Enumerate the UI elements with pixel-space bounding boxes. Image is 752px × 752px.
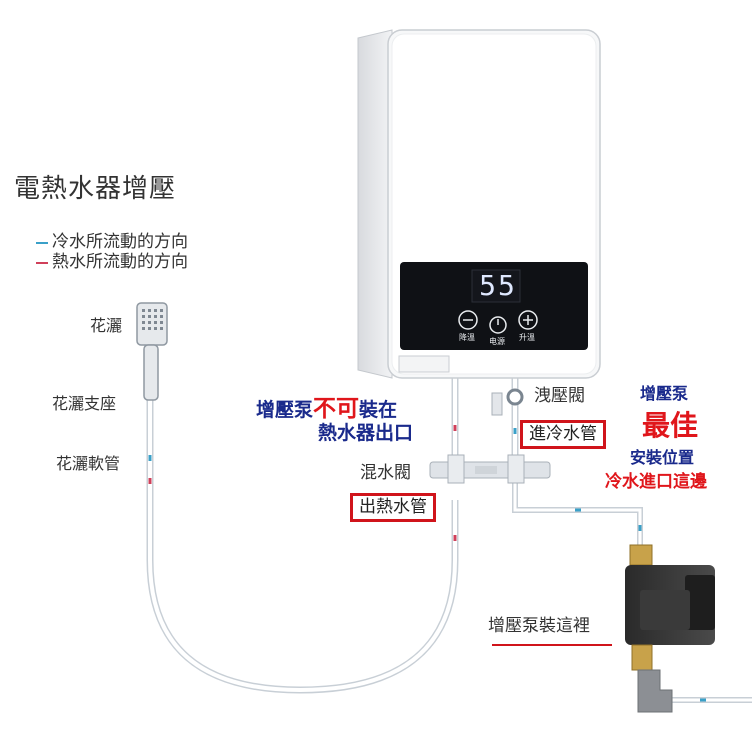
shower-hose-label: 花灑軟管 (56, 454, 121, 473)
mixing-valve-connector-left (447, 454, 465, 484)
elbow-fitting (637, 669, 673, 713)
shower-hose-inner (148, 400, 457, 693)
warning-line1: 增壓泵不可裝在 (256, 398, 397, 421)
relief-valve (506, 388, 524, 406)
page-title: 電熱水器增壓 (14, 174, 177, 204)
legend-cold-label: 冷水所流動的方向 (52, 232, 188, 252)
pump-housing (640, 590, 690, 630)
plus-button-label: 升溫 (519, 333, 535, 342)
warning-text-a: 增壓泵 (256, 399, 314, 421)
temperature-screen (471, 269, 521, 303)
heater-side (357, 29, 393, 379)
legend-hot: 熱水所流動的方向 (36, 254, 188, 271)
temperature-display: 55 (479, 269, 517, 302)
relief-valve-body (491, 392, 503, 416)
best-line2: 最佳 (642, 409, 699, 442)
warning-line2: 熱水器出口 (318, 422, 414, 444)
pump-fitting-top (629, 544, 653, 566)
shower-head-nozzles (142, 309, 163, 330)
best-line4: 冷水進口這邊 (605, 472, 707, 492)
best-line3: 安裝位置 (630, 448, 695, 467)
mixing-valve-center (475, 466, 497, 474)
spec-sticker (398, 355, 450, 373)
pump-motor (685, 575, 715, 630)
control-panel (400, 262, 588, 350)
warning-text-c: 裝在 (359, 399, 398, 421)
shower-head-label: 花灑 (90, 316, 123, 335)
flow-markers (36, 242, 706, 702)
best-line1: 增壓泵 (640, 384, 689, 403)
power-button[interactable] (489, 316, 507, 334)
relief-valve-label: 洩壓閥 (534, 386, 585, 406)
mixing-valve-connector-right (507, 454, 525, 484)
warning-text-b: 不可 (313, 396, 360, 422)
plus-button[interactable] (518, 310, 538, 330)
shower-bracket-label: 花灑支座 (52, 394, 117, 413)
pump-fitting-bottom (631, 644, 653, 671)
minus-button[interactable] (458, 310, 478, 330)
shower-handle (143, 344, 159, 401)
legend-cold: 冷水所流動的方向 (36, 234, 188, 251)
minus-button-label: 降溫 (459, 333, 475, 342)
pump-location-label: 增壓泵裝這裡 (488, 616, 590, 636)
legend-hot-label: 熱水所流動的方向 (52, 252, 188, 272)
power-button-label: 电源 (489, 337, 505, 346)
mixing-valve-label: 混水閥 (360, 463, 411, 483)
cold-inlet-label: 進冷水管 (520, 420, 606, 449)
hot-outlet-label: 出熱水管 (350, 493, 436, 522)
